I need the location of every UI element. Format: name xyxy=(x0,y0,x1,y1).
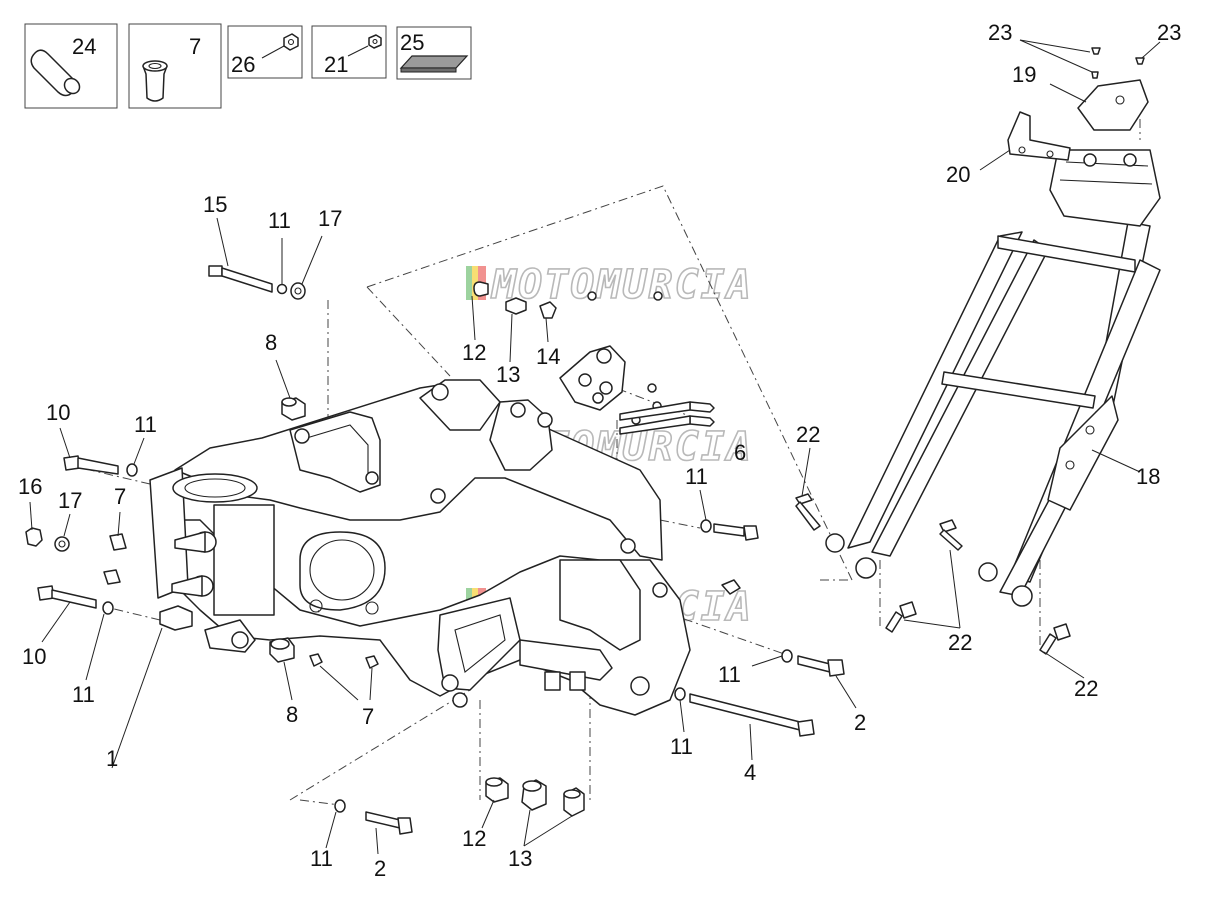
callout-22: 22 xyxy=(1074,676,1098,701)
callout-11: 11 xyxy=(670,734,693,759)
bolt-15 xyxy=(208,265,306,300)
kit-box-number: 7 xyxy=(189,34,201,59)
bolt-2-lower xyxy=(334,799,413,835)
callout-13: 13 xyxy=(508,846,532,871)
callout-20: 20 xyxy=(946,162,970,187)
engine-mount-bracket xyxy=(559,345,626,411)
callout-17: 17 xyxy=(58,488,82,513)
callout-11: 11 xyxy=(685,464,708,489)
kit-box-24: 24 xyxy=(24,23,118,109)
callout-numbers: 23 23 19 20 15 11 17 8 12 13 14 10 11 16… xyxy=(18,20,1181,881)
bolts-22 xyxy=(795,493,1071,655)
subframe-bracket-19 xyxy=(1077,79,1149,131)
callout-1: 1 xyxy=(106,746,118,771)
callout-22: 22 xyxy=(796,422,820,447)
kit-box-25: 25 xyxy=(396,26,472,80)
callout-15: 15 xyxy=(203,192,227,217)
bushings-7-left xyxy=(103,533,127,585)
callout-11: 11 xyxy=(268,208,291,233)
nut-part-icon xyxy=(283,33,299,51)
bolt-6-right xyxy=(700,519,759,595)
callout-19: 19 xyxy=(1012,62,1036,87)
pad-part-icon xyxy=(399,55,469,73)
callout-8: 8 xyxy=(265,330,277,355)
callout-11: 11 xyxy=(134,412,157,437)
spacer-8-lower xyxy=(269,637,295,663)
callout-13: 13 xyxy=(496,362,520,387)
nut-part-icon xyxy=(368,34,382,49)
bolt-10-upper xyxy=(63,455,138,477)
main-frame-part xyxy=(149,379,691,716)
kit-box-number: 21 xyxy=(324,52,348,77)
callout-7: 7 xyxy=(114,484,126,509)
kit-box-7: 7 xyxy=(128,23,222,109)
small-fasteners-upper xyxy=(473,281,715,435)
subframe-bracket-20 xyxy=(1007,111,1071,161)
callout-23: 23 xyxy=(1157,20,1181,45)
callout-2: 2 xyxy=(374,856,386,881)
kit-box-number: 25 xyxy=(400,30,424,55)
bushings-7-lower xyxy=(309,653,379,669)
nut-16-washer-17 xyxy=(25,527,70,552)
callout-10: 10 xyxy=(22,644,46,669)
callout-11: 11 xyxy=(72,682,95,707)
callout-17: 17 xyxy=(318,206,342,231)
callout-10: 10 xyxy=(46,400,70,425)
callout-23: 23 xyxy=(988,20,1012,45)
callout-8: 8 xyxy=(286,702,298,727)
watermark-flag-icon xyxy=(466,266,472,300)
callout-16: 16 xyxy=(18,474,42,499)
callout-4: 4 xyxy=(744,760,756,785)
callout-12: 12 xyxy=(462,826,486,851)
rear-subframe-part xyxy=(825,149,1161,607)
kit-box-number: 26 xyxy=(231,52,255,77)
long-bolt-4 xyxy=(674,687,815,737)
sleeve-part-icon xyxy=(30,49,81,97)
callout-6: 6 xyxy=(734,440,746,465)
callout-7: 7 xyxy=(362,704,374,729)
callout-11: 11 xyxy=(718,662,741,687)
callout-2: 2 xyxy=(854,710,866,735)
kit-box-26: 26 xyxy=(227,25,303,79)
screws-23 xyxy=(1091,47,1145,79)
callout-22: 22 xyxy=(948,630,972,655)
rubber-bush-part-icon xyxy=(142,60,168,102)
leader-lines xyxy=(29,39,1161,855)
kit-box-21: 21 xyxy=(311,25,387,79)
watermark-text: MOTOMURCIA xyxy=(490,262,753,308)
callout-18: 18 xyxy=(1136,464,1160,489)
kit-box-number: 24 xyxy=(72,34,96,59)
callout-11: 11 xyxy=(310,846,333,871)
bolt-10-lower xyxy=(37,585,114,615)
bolt-2-right xyxy=(781,649,845,677)
callout-12: 12 xyxy=(462,340,486,365)
callout-14: 14 xyxy=(536,344,560,369)
spacers-12-13-lower xyxy=(485,777,585,817)
spacer-8-upper xyxy=(281,397,306,421)
